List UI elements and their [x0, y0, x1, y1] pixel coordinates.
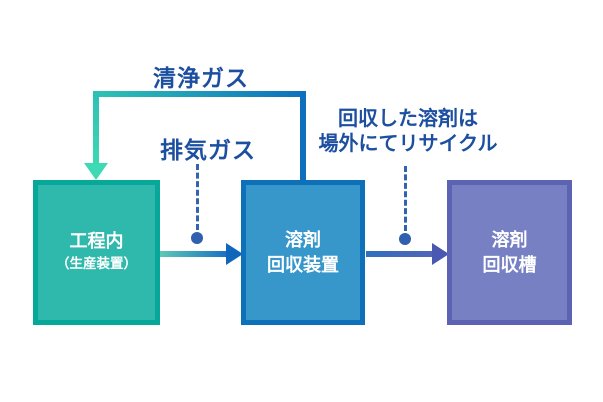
arrow-device-to-tank	[366, 251, 435, 257]
node-process-label-line1: 工程内	[69, 231, 124, 252]
recycle-note-connector-dot	[399, 233, 411, 245]
clean-gas-line-right-vertical	[300, 91, 306, 180]
clean-gas-line-horizontal	[93, 91, 306, 97]
recycle-note-line2: 場外にてリサイクル	[318, 131, 498, 155]
recycle-note-dashed-connector	[404, 166, 407, 231]
node-solvent-recovery-tank: 溶剤 回収槽	[447, 180, 572, 325]
arrow-process-to-device	[160, 251, 228, 257]
node-device-label-line2: 回収装置	[267, 254, 339, 276]
node-device-label-line1: 溶剤	[285, 229, 321, 251]
node-tank-label-line2: 回収槽	[482, 254, 537, 276]
right-arrowhead-icon	[432, 243, 449, 265]
node-process-label-line2: （生産装置）	[56, 256, 137, 272]
node-solvent-recovery-device: 溶剤 回収装置	[241, 180, 365, 325]
right-arrowhead-icon	[226, 243, 243, 265]
exhaust-gas-connector-dot	[191, 232, 203, 244]
recycle-note-line1: 回収した溶剤は	[338, 106, 478, 130]
recycle-note-label: 回収した溶剤は 場外にてリサイクル	[318, 106, 498, 156]
exhaust-gas-dashed-connector	[196, 164, 199, 230]
clean-gas-line-left-vertical	[93, 91, 99, 164]
down-arrowhead-icon	[84, 163, 108, 180]
exhaust-gas-label: 排気ガス	[160, 138, 256, 164]
node-tank-label-line1: 溶剤	[491, 229, 528, 251]
node-process: 工程内 （生産装置）	[33, 180, 160, 325]
clean-gas-label: 清浄ガス	[153, 66, 249, 92]
